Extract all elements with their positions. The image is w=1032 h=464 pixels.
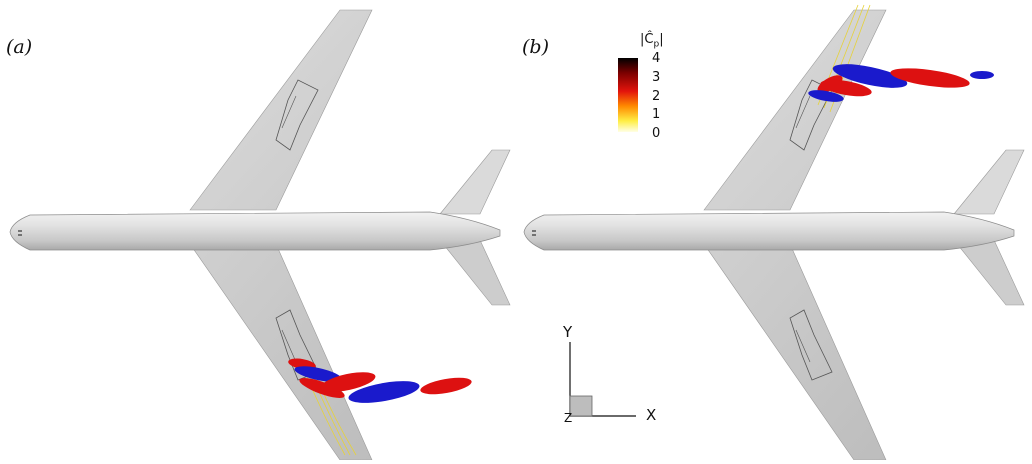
panel-label-a: (a)	[6, 36, 33, 58]
x-axis-label: X	[646, 406, 657, 424]
z-axis-box	[569, 395, 593, 417]
iso-blue-a-1	[294, 366, 342, 382]
iso-red-a-3	[320, 372, 376, 392]
y-axis-label: Y	[563, 323, 573, 341]
iso-red-b-2	[820, 79, 872, 97]
iso-red-a-4	[420, 377, 472, 395]
isosurfaces-a	[288, 358, 472, 403]
colorbar-title-end: |	[659, 32, 664, 47]
iso-red-b-3	[890, 68, 970, 88]
colorbar-scale	[618, 58, 638, 132]
iso-blue-b-2	[832, 64, 908, 88]
colorbar-tick: 2	[652, 89, 661, 104]
z-axis-label: Z	[564, 411, 573, 425]
axes-triad	[569, 342, 636, 417]
iso-blue-b-1	[808, 90, 844, 102]
panel-label-b: (b)	[522, 36, 549, 58]
colorbar-tick: 1	[652, 107, 661, 122]
colorbar-title-sub: p	[653, 39, 660, 50]
colorbar-title: |Ĉp|	[640, 32, 664, 50]
colorbar-tick: 0	[652, 126, 661, 141]
colorbar-title-main: |Ĉ	[640, 32, 654, 47]
iso-blue-a-2	[348, 381, 420, 403]
iso-blue-b-3	[970, 71, 994, 79]
isosurfaces-b	[808, 64, 994, 102]
colorbar-tick: 4	[652, 51, 661, 66]
colorbar-tick: 3	[652, 70, 661, 85]
